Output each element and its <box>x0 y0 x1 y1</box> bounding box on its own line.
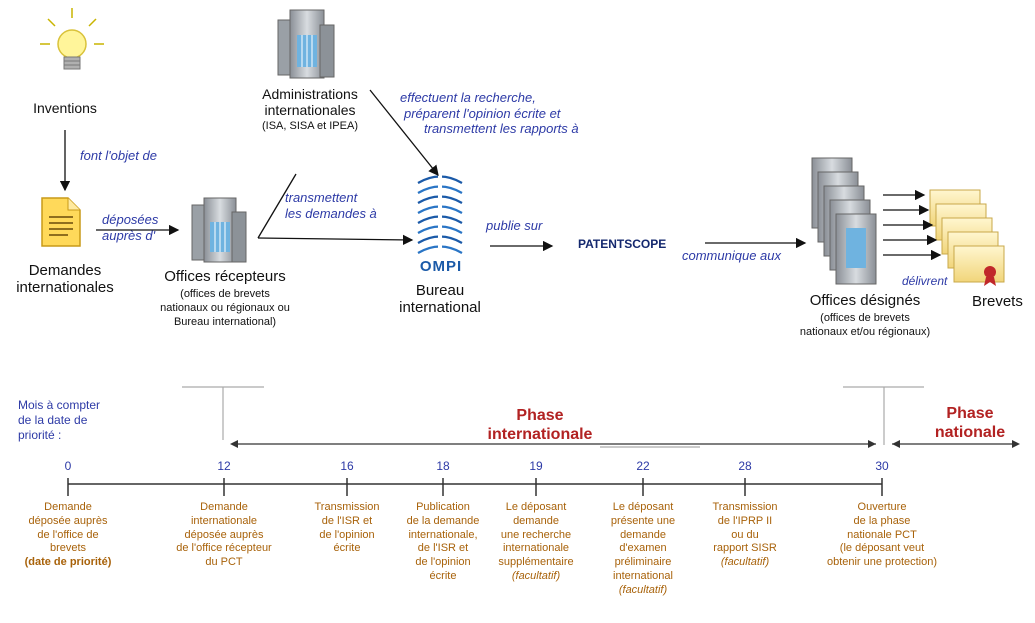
offices-recepteurs-label: Offices récepteurs <box>164 268 286 285</box>
event-month-12: Demande internationale déposée auprès de… <box>176 501 272 568</box>
offices-designes-sub: (offices de brevets nationaux et/ou régi… <box>799 312 931 338</box>
month-18: 18 <box>436 459 450 473</box>
event-month-19: Le déposant demande une recherche intern… <box>498 501 574 582</box>
event-month-16: Transmission de l'ISR et de l'opinion éc… <box>314 501 380 555</box>
administrations-label: Administrations internationales <box>262 86 358 119</box>
event-month-0: Demande déposée auprès de l'office de br… <box>24 501 112 568</box>
transmettent-label: transmettent les demandes à <box>285 190 377 221</box>
effectuent-label: effectuent la recherche, préparent l'opi… <box>400 90 579 137</box>
phase-nationale-label: Phase nationale <box>934 405 1006 442</box>
administrations-sub: (ISA, SISA et IPEA) <box>262 120 358 132</box>
demandes-internationales-label: Demandes internationales <box>16 262 114 297</box>
font-objet-label: font l'objet de <box>80 148 157 163</box>
event-month-18: Publication de la demande internationale… <box>406 501 480 582</box>
month-0: 0 <box>64 459 72 473</box>
month-12: 12 <box>217 459 231 473</box>
building-stack-icon-offices-designes <box>811 157 877 285</box>
month-28: 28 <box>738 459 752 473</box>
delivrent-label: délivrent <box>902 274 948 288</box>
phase-internationale-label: Phase internationale <box>487 407 593 444</box>
event-month-30: Ouverture de la phase nationale PCT (le … <box>826 501 938 568</box>
event-month-22: Le déposant présente une demande d'exame… <box>610 501 676 596</box>
document-icon <box>41 197 81 247</box>
event-month-28: Transmission de l'IPRP II ou du rapport … <box>712 501 778 568</box>
mois-label: Mois à compter de la date de priorité : <box>18 398 101 442</box>
flow-arrows <box>59 89 942 261</box>
certificate-stack-icon <box>929 189 1005 286</box>
month-30: 30 <box>875 459 889 473</box>
patentscope-label[interactable]: PATENTSCOPE <box>578 237 667 251</box>
building-icon-offices-recepteurs <box>191 197 247 263</box>
bureau-international-label: Bureau international <box>399 282 481 317</box>
inventions-label: Inventions <box>33 100 97 116</box>
month-19: 19 <box>529 459 543 473</box>
timeline-lines <box>67 386 1020 496</box>
ompi-logo <box>417 175 463 258</box>
publie-sur-label: publie sur <box>486 218 543 233</box>
offices-designes-label: Offices désignés <box>809 292 921 309</box>
ompi-label: OMPI <box>419 258 463 275</box>
offices-recepteurs-sub: (offices de brevets nationaux ou régiona… <box>160 288 290 328</box>
communique-aux-label: communique aux <box>682 248 781 263</box>
brevets-label: Brevets <box>972 293 1023 310</box>
lightbulb-icon <box>40 8 104 70</box>
building-icon-administrations <box>277 9 335 79</box>
deposees-aupres-label: déposées auprès d' <box>102 212 159 243</box>
month-22: 22 <box>636 459 650 473</box>
month-16: 16 <box>340 459 354 473</box>
